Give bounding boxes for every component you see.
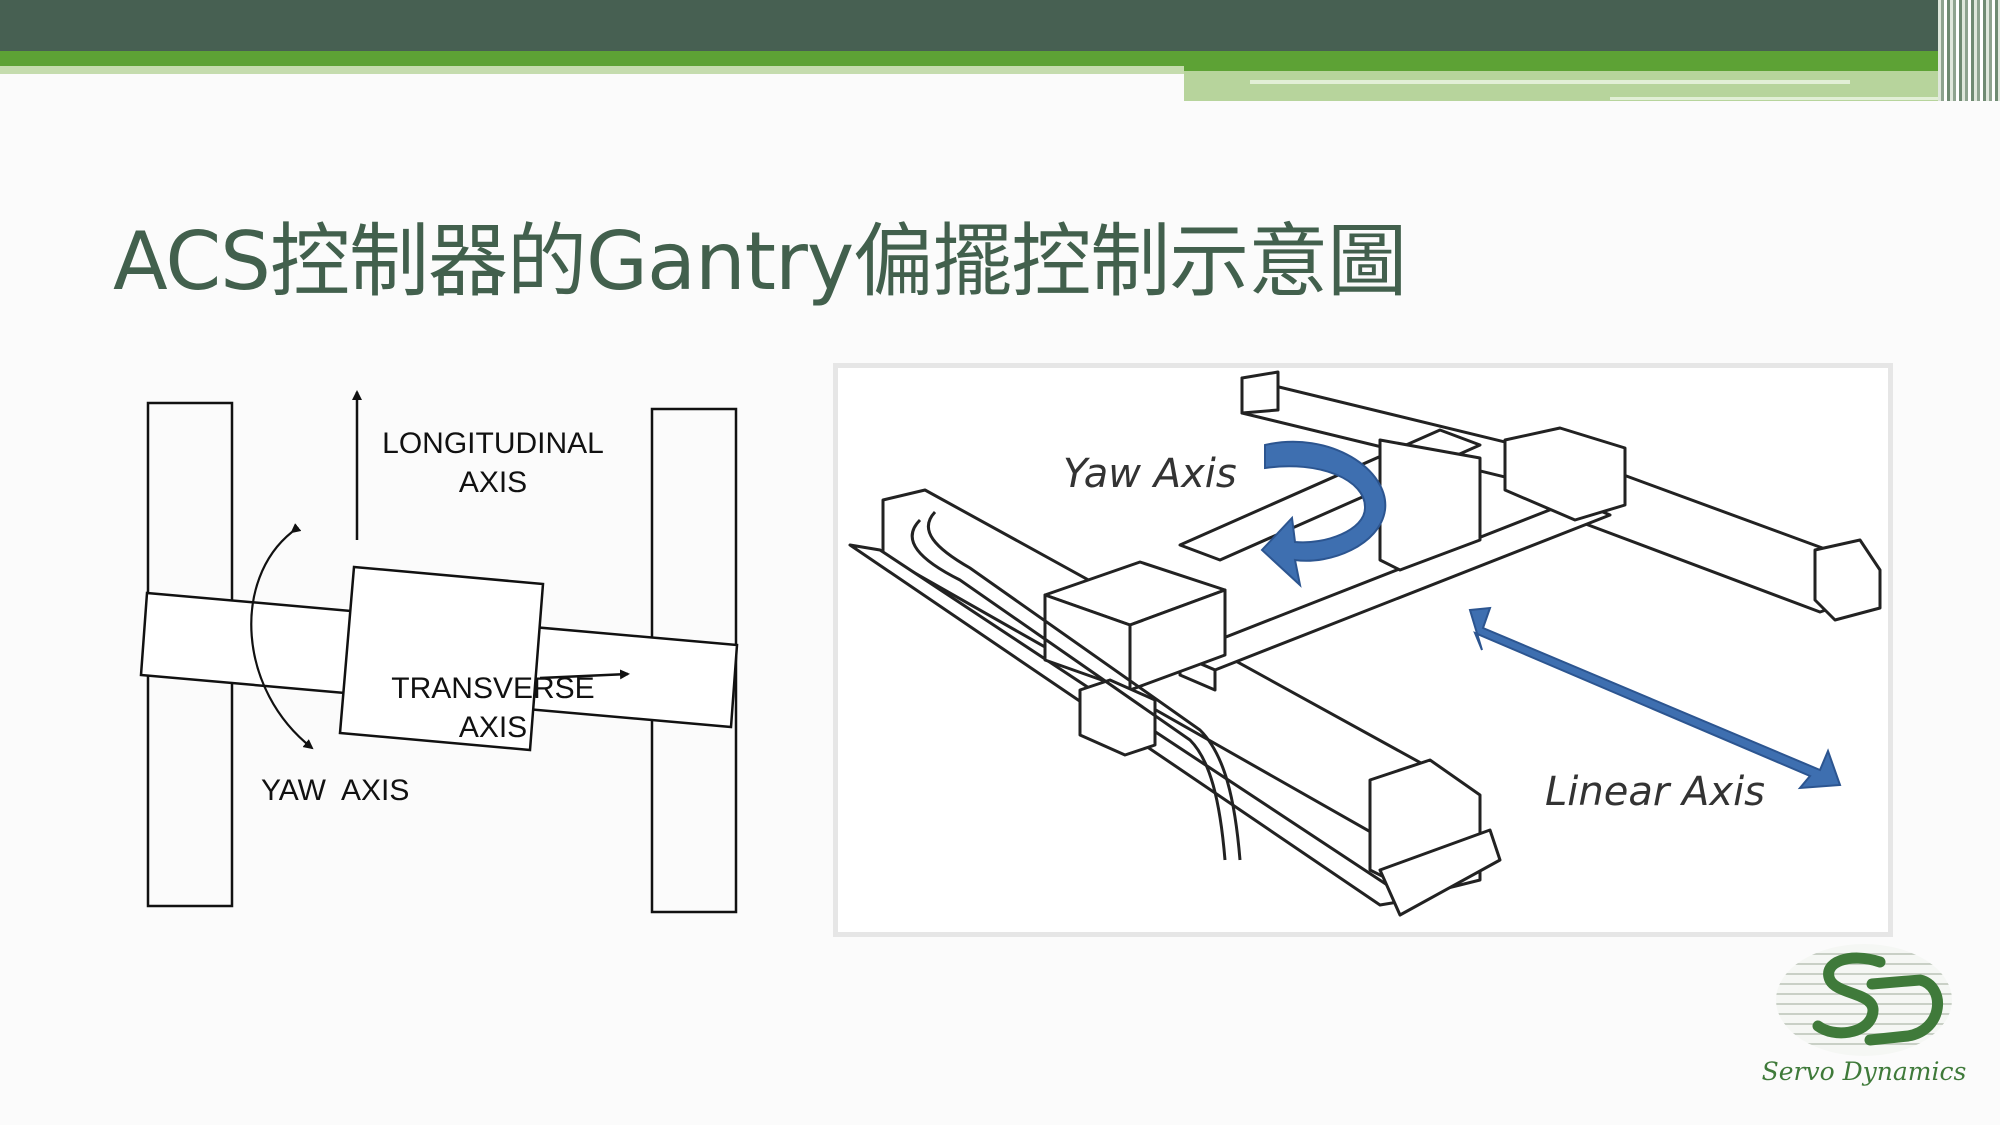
gantry-illustration: Yaw Axis Linear Axis <box>848 370 1882 917</box>
lower-carriage <box>1078 678 1157 757</box>
logo-emblem-mark <box>1812 952 1944 1046</box>
header-light-line <box>1250 80 1850 84</box>
longitudinal-label-line1: LONGITUDINAL <box>382 427 604 460</box>
linear-axis-label: Linear Axis <box>1545 769 1765 815</box>
linear-axis-arrow <box>1468 606 1842 790</box>
servo-dynamics-logo: Servo Dynamics <box>1762 944 1967 1086</box>
transverse-label-line2: AXIS <box>459 711 527 744</box>
cable-track <box>910 518 1227 861</box>
slide-title: ACS控制器的Gantry偏擺控制示意圖 <box>113 215 1407 308</box>
header-light-band <box>0 66 1184 74</box>
right-carriage <box>1503 426 1627 522</box>
logo-text: Servo Dynamics <box>1762 1057 1967 1086</box>
longitudinal-label-line2: AXIS <box>459 466 527 499</box>
left-carriage-side <box>1128 588 1227 692</box>
back-rail-end <box>1240 370 1280 415</box>
center-carriage <box>1378 438 1482 572</box>
yaw-rotation-arrow <box>1260 440 1387 588</box>
header-light-band-right <box>1184 71 2000 101</box>
gantry-schematic: LONGITUDINAL AXIS TRANSVERSE AXIS YAW AX… <box>139 390 739 914</box>
transverse-arrow <box>539 669 630 680</box>
carriage-block <box>338 565 545 752</box>
header-light-line-2 <box>1610 97 2000 100</box>
yaw-rotation-arrow <box>250 523 314 750</box>
right-rail-end <box>1813 538 1882 622</box>
left-rail-foot <box>1378 828 1502 917</box>
header-stripes <box>1938 0 2000 101</box>
yaw-axis-label: YAW AXIS <box>261 774 409 807</box>
yaw-axis-label: Yaw Axis <box>1063 451 1237 497</box>
cable-track-inner <box>926 510 1242 861</box>
transverse-label-line1: TRANSVERSE <box>391 672 594 705</box>
header-bar <box>0 0 2000 52</box>
